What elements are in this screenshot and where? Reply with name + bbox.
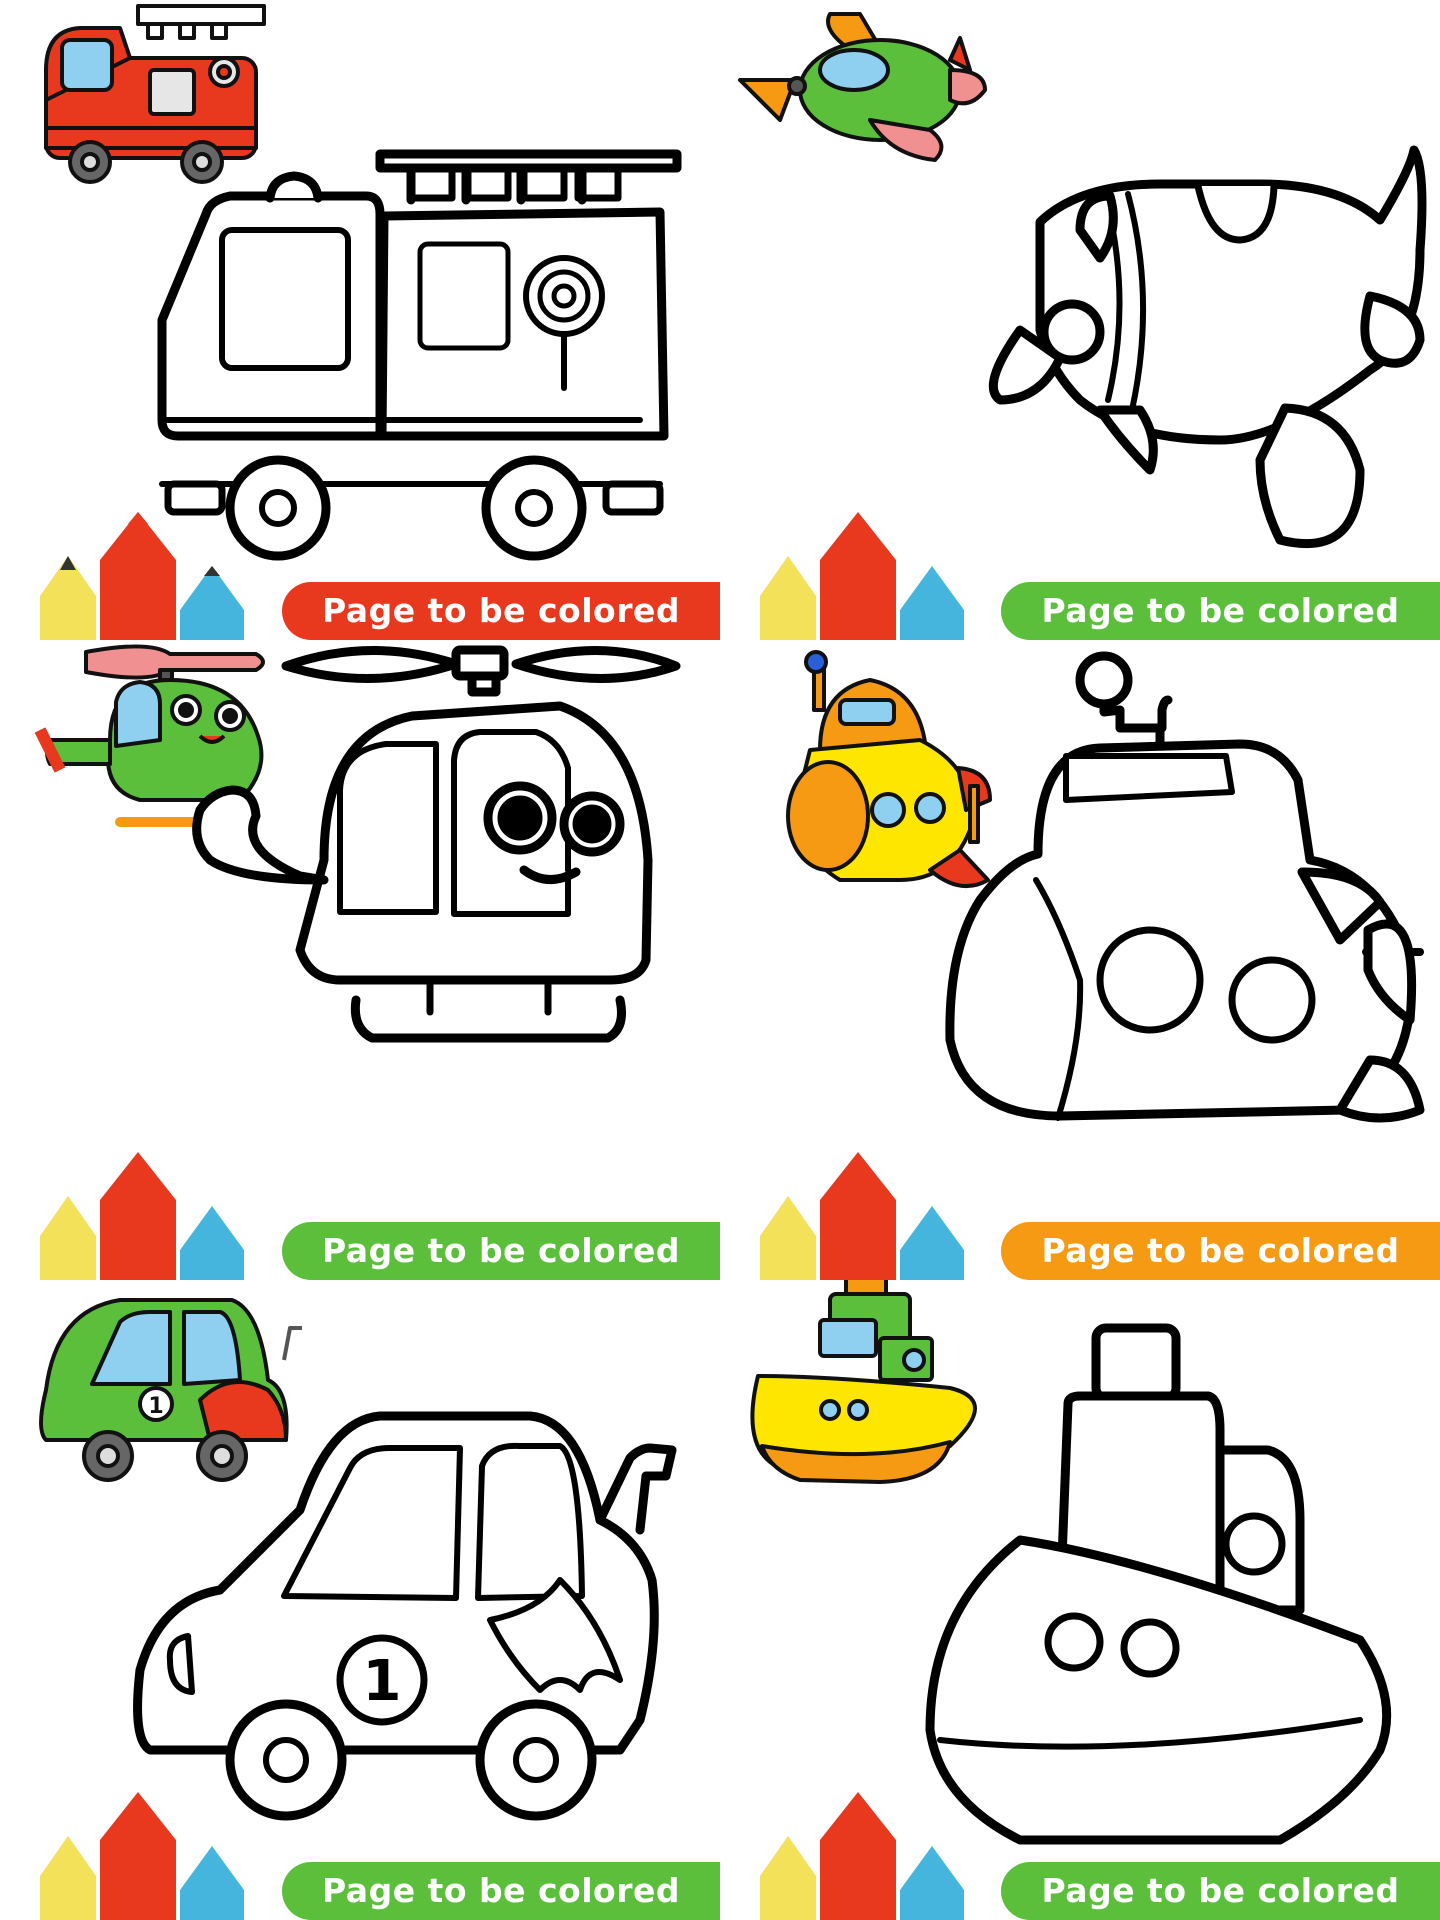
label-boat: Page to be colored (1001, 1862, 1440, 1920)
label-race-car: Page to be colored (282, 1862, 720, 1920)
helicopter-icon (34, 644, 265, 827)
boat-outline (925, 1323, 1392, 1845)
submarine-icon (786, 650, 992, 888)
label-helicopter: Page to be colored (282, 1222, 720, 1280)
panel-boat: Page to be colored (720, 1280, 1440, 1920)
label-submarine: Page to be colored (1001, 1222, 1440, 1280)
submarine-artwork (760, 650, 1425, 1280)
fire-truck-artwork (40, 4, 682, 640)
panel-helicopter: Page to be colored (0, 640, 720, 1280)
pencils-decoration (40, 1792, 244, 1920)
panel-race-car: 1 1 Page to be colored (0, 1280, 720, 1920)
race-car-icon (39, 1298, 302, 1482)
pencils-decoration (760, 512, 964, 640)
panel-submarine: Page to be colored (720, 640, 1440, 1280)
label-fire-truck: Page to be colored (282, 582, 720, 640)
fire-truck-icon (44, 4, 266, 184)
race-car-artwork: 1 1 (39, 1298, 677, 1920)
race-car-outline-number: 1 (363, 1649, 402, 1714)
pencils-decoration (760, 1792, 964, 1920)
fire-truck-outline (157, 149, 682, 561)
submarine-outline (945, 651, 1425, 1123)
race-car-outline (133, 1411, 677, 1821)
airplane-outline (988, 145, 1427, 549)
pencils-decoration (40, 512, 244, 640)
panel-airplane: Page to be colored (720, 0, 1440, 640)
panel-fire-truck: Page to be colored (0, 0, 720, 640)
pencils-decoration (760, 1152, 964, 1280)
race-car-icon-number: 1 (148, 1394, 163, 1419)
helicopter-outline (192, 645, 681, 1043)
airplane-icon (738, 12, 987, 162)
pencils-decoration (40, 1152, 244, 1280)
airplane-artwork (738, 12, 1427, 640)
helicopter-artwork (34, 644, 681, 1280)
label-airplane: Page to be colored (1001, 582, 1440, 640)
boat-icon (750, 1280, 977, 1484)
boat-artwork (750, 1280, 1392, 1920)
